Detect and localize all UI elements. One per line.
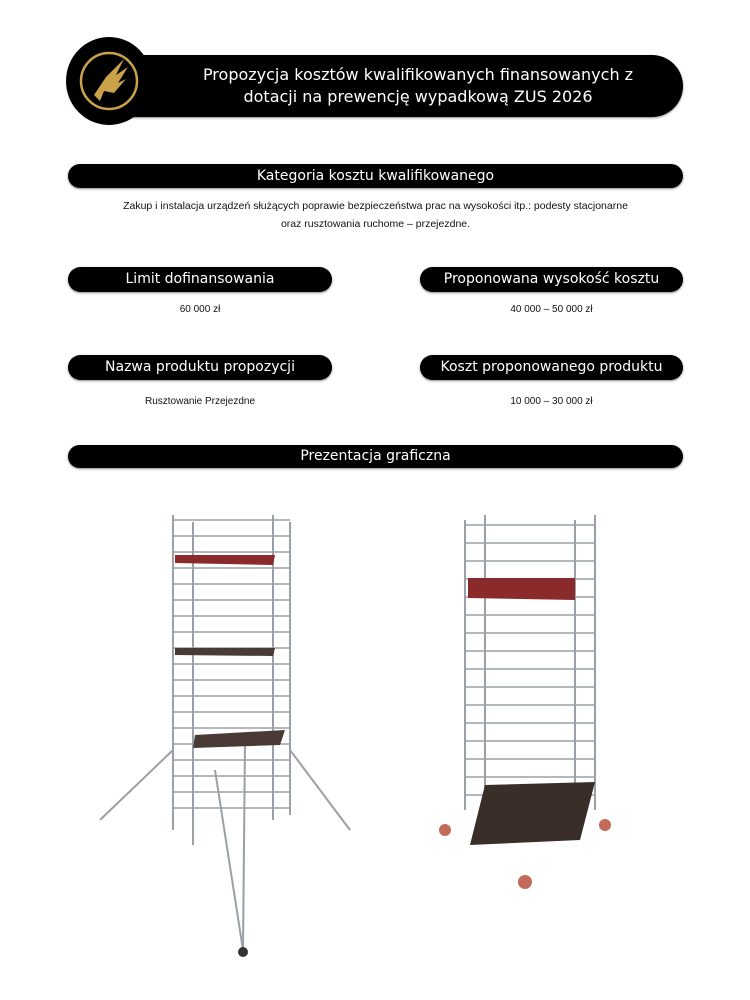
title-line-2: dotacji na prewencję wypadkową ZUS 2026 <box>243 87 593 106</box>
limit-heading: Limit dofinansowania <box>68 267 332 292</box>
mobile-scaffold-image <box>439 515 611 889</box>
scaffold-with-outriggers-image <box>99 515 351 957</box>
proposed-cost-heading: Proponowana wysokość kosztu <box>420 267 683 292</box>
title-line-1: Propozycja kosztów kwalifikowanych finan… <box>202 65 634 84</box>
presentation-heading: Prezentacja graficzna <box>68 445 683 468</box>
product-cost-heading: Koszt proponowanego produktu <box>420 355 683 380</box>
page-title: Propozycja kosztów kwalifikowanych finan… <box>163 64 673 108</box>
category-description: Zakup i instalacja urządzeń służących po… <box>68 197 683 233</box>
limit-value: 60 000 zł <box>179 304 221 315</box>
description-line-1: Zakup i instalacja urządzeń służących po… <box>123 200 628 212</box>
category-heading: Kategoria kosztu kwalifikowanego <box>68 164 683 188</box>
header-banner: Propozycja kosztów kwalifikowanych finan… <box>68 55 683 117</box>
proposed-cost-value: 40 000 – 50 000 zł <box>510 304 593 315</box>
eagle-logo-icon <box>66 37 152 125</box>
description-line-2: oraz rusztowania ruchome – przejezdne. <box>280 218 471 230</box>
product-cost-value: 10 000 – 30 000 zł <box>510 396 593 407</box>
product-name-value: Rusztowanie Przejezdne <box>144 396 256 407</box>
product-name-heading: Nazwa produktu propozycji <box>68 355 332 380</box>
